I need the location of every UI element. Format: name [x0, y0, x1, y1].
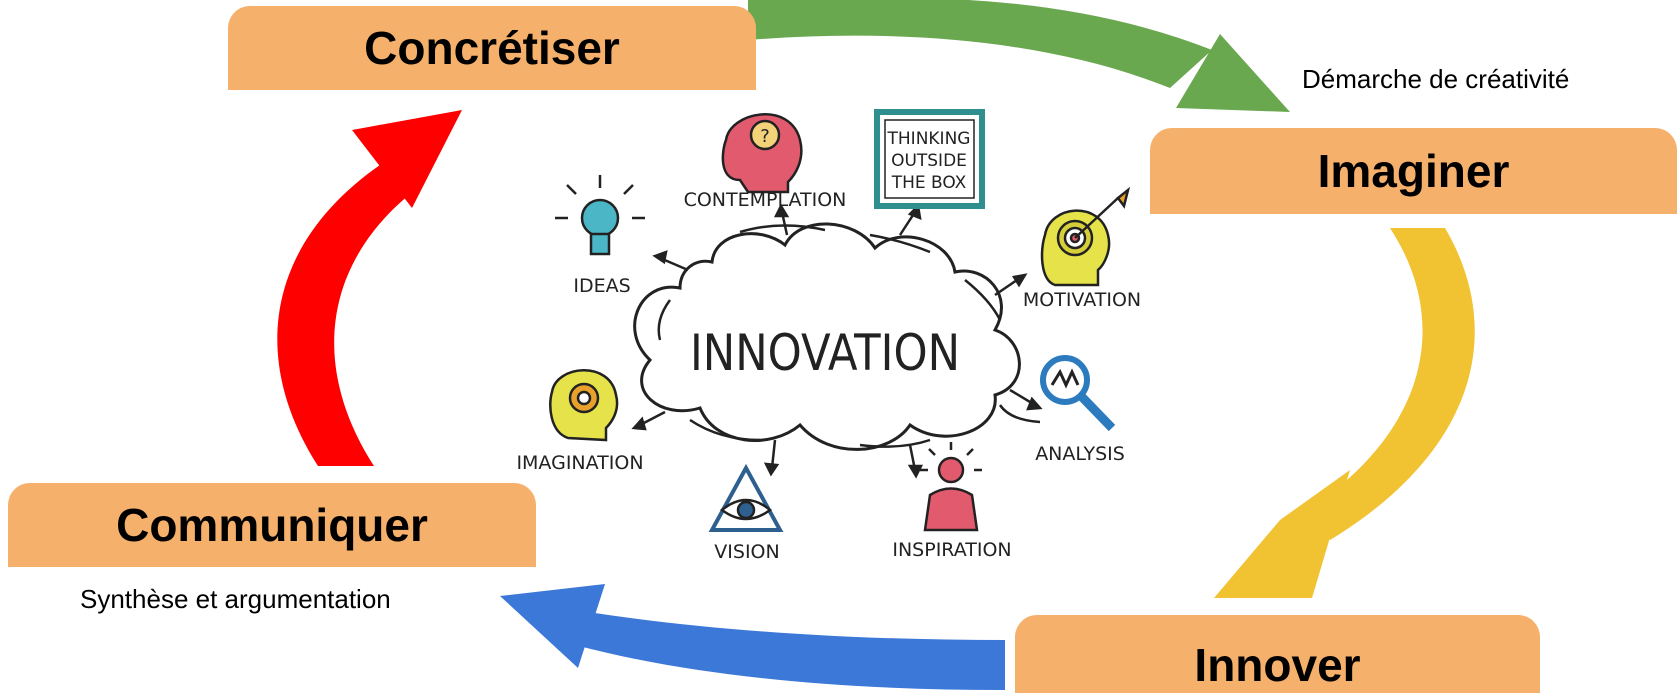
label-thinking-line3: THE BOX — [891, 173, 967, 193]
label-ideas: IDEAS — [573, 275, 630, 297]
magnifier-icon — [1040, 355, 1116, 432]
step-communiquer: Communiquer — [8, 483, 536, 567]
label-analysis: ANALYSIS — [1035, 443, 1125, 465]
note-synthese: Synthèse et argumentation — [80, 584, 391, 614]
yellow-arrow — [1214, 228, 1475, 598]
innovation-center-label: INNOVATION — [690, 324, 960, 382]
step-innover-label: Innover — [1194, 639, 1361, 691]
label-vision: VISION — [714, 541, 779, 563]
label-thinking-line2: OUTSIDE — [891, 151, 967, 171]
gear-head-icon — [549, 369, 619, 442]
step-imaginer: Imaginer — [1150, 128, 1677, 214]
label-inspiration: INSPIRATION — [892, 539, 1011, 561]
step-communiquer-label: Communiquer — [116, 499, 428, 551]
target-head-icon — [1040, 186, 1131, 287]
red-arrow — [277, 110, 462, 466]
step-imaginer-label: Imaginer — [1317, 145, 1510, 197]
step-concretiser: Concrétiser — [228, 6, 756, 90]
box-frame-icon — [874, 109, 985, 209]
question-head-icon: ? — [721, 113, 803, 194]
label-motivation: MOTIVATION — [1023, 289, 1141, 311]
label-contemplation: CONTEMPLATION — [684, 189, 847, 211]
lightbulb-icon — [555, 175, 645, 256]
inspired-person-icon — [920, 442, 982, 532]
step-concretiser-label: Concrétiser — [364, 22, 620, 74]
svg-text:?: ? — [760, 126, 770, 147]
eye-triangle-icon — [708, 463, 784, 532]
step-innover: Innover — [1015, 615, 1540, 693]
blue-arrow — [500, 584, 1005, 690]
label-thinking-line1: THINKING — [887, 129, 971, 149]
green-arrow — [748, 0, 1290, 112]
innovation-cloud — [633, 222, 1021, 451]
label-imagination: IMAGINATION — [516, 452, 643, 474]
note-demarche: Démarche de créativité — [1302, 64, 1570, 94]
